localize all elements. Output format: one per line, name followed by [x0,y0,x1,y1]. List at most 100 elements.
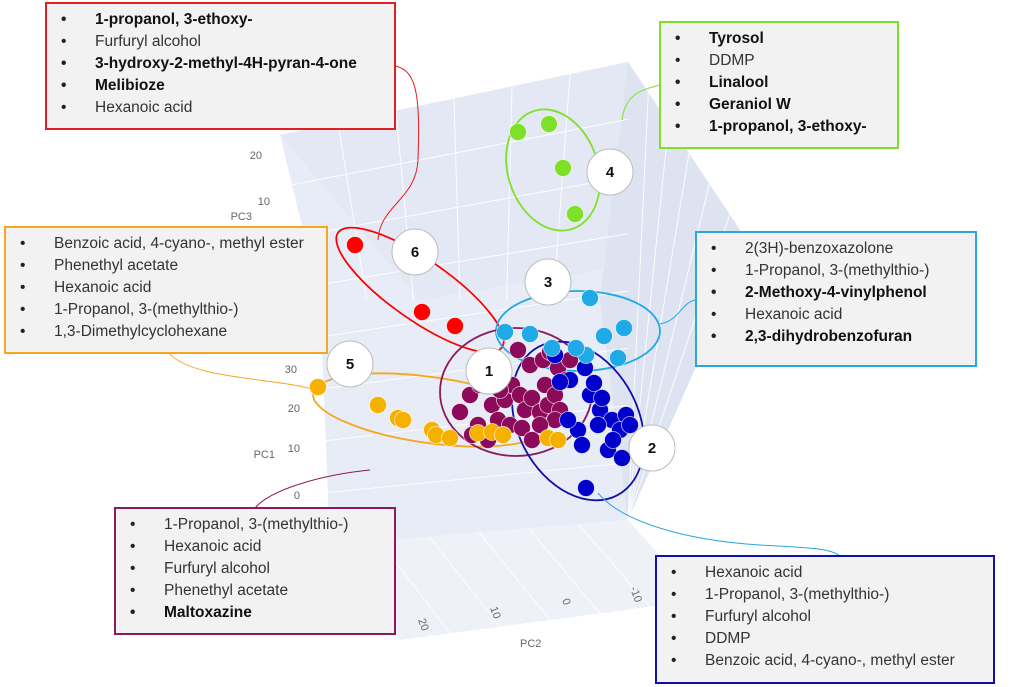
gridline [453,98,461,301]
compound-item: Hexanoic acid [671,562,985,584]
pc1-tick-0: 0 [294,490,300,502]
scatter-point [523,431,541,449]
cluster-label-4: 4 [586,148,634,196]
svg-text:2: 2 [648,440,656,457]
compound-item: Benzoic acid, 4-cyano-, methyl ester [20,233,318,255]
scatter-point [513,419,531,437]
compound-item: 1-propanol, 3-ethoxy- [675,116,889,138]
blue-compound-list: Hexanoic acid1-Propanol, 3-(methylthio-)… [665,562,985,672]
pc3-axis-label: PC3 [231,211,252,223]
scatter-point [589,416,607,434]
scatter-point [523,389,541,407]
compound-item: Phenethyl acetate [130,580,386,602]
scatter-point [593,389,611,407]
compound-item: Benzoic acid, 4-cyano-, methyl ester [671,650,985,672]
scatter-point [451,403,469,421]
svg-text:3: 3 [544,274,552,291]
gridline [428,536,501,627]
compound-item: Linalool [675,72,889,94]
scatter-point [613,449,631,467]
pc2-tick-minus10: -10 [627,585,644,604]
scatter-point [604,431,622,449]
cluster-numbers: 4 6 3 5 1 2 [326,148,676,472]
purple-compound-list: 1-Propanol, 3-(methylthio-)Hexanoic acid… [124,514,386,624]
compound-item: Hexanoic acid [130,536,386,558]
gridline [506,86,513,301]
compound-item: 2(3H)-benzoxazolone [711,238,967,260]
cluster-label-5: 5 [326,340,374,388]
compound-item: Maltoxazine [130,602,386,624]
compound-item: 1-propanol, 3-ethoxy- [61,9,386,31]
compound-item: 2-Methoxy-4-vinylphenol [711,282,967,304]
scatter-point [509,123,527,141]
scatter-point [369,396,387,414]
green-compound-box: TyrosolDDMPLinaloolGeraniol W1-propanol,… [659,21,899,149]
blue-compound-box: Hexanoic acid1-Propanol, 3-(methylthio-)… [655,555,995,684]
cyan-compound-box: 2(3H)-benzoxazolone1-Propanol, 3-(methyl… [695,231,977,367]
scatter-point [559,411,577,429]
svg-text:1: 1 [485,363,493,380]
cyan-compound-list: 2(3H)-benzoxazolone1-Propanol, 3-(methyl… [705,238,967,348]
scatter-point [595,327,613,345]
scatter-point [394,411,412,429]
gridline [337,122,368,301]
scatter-point [543,339,561,357]
compound-item: 1,3-Dimethylcyclohexane [20,321,318,343]
scatter-point [567,339,585,357]
scatter-point [446,317,464,335]
compound-item: Phenethyl acetate [20,255,318,277]
pc3-tick-20: 20 [250,150,262,162]
scatter-point [554,159,572,177]
compound-item: Tyrosol [675,28,889,50]
axis-ticks: 20 10 PC3 30 20 10 0 PC1 20 10 0 -10 PC2 [231,150,644,650]
compound-item: 2,3-dihydrobenzofuran [711,326,967,348]
scatter-point [566,205,584,223]
compound-item: Furfuryl alcohol [61,31,386,53]
gridline [284,118,629,187]
gridline [299,290,629,341]
compound-item: Melibioze [61,75,386,97]
compound-item: Geraniol W [675,94,889,116]
cluster-label-3: 3 [524,258,572,306]
compound-item: 1-Propanol, 3-(methylthio-) [130,514,386,536]
pc3-tick-10: 10 [258,196,270,208]
orange-compound-box: Benzoic acid, 4-cyano-, methyl esterPhen… [4,226,328,354]
pc2-tick-10: 10 [487,605,502,621]
connector-lines [167,65,841,557]
compound-item: 3-hydroxy-2-methyl-4H-pyran-4-one [61,53,386,75]
compound-item: Hexanoic acid [61,97,386,119]
scatter-point [521,325,539,343]
cluster-label-6: 6 [391,228,439,276]
scatter-point [615,319,633,337]
gridline [294,233,629,290]
gridline [309,405,629,443]
pc2-axis-label: PC2 [520,638,541,650]
scatter-point [494,426,512,444]
scatter-point [573,436,591,454]
gridline [314,462,629,495]
compound-item: DDMP [675,50,889,72]
scatter-point [441,429,459,447]
gridline [478,532,551,621]
pc1-tick-30: 30 [285,364,297,376]
svg-text:5: 5 [346,356,354,373]
scatter-point [509,341,527,359]
compound-item: 1-Propanol, 3-(methylthio-) [711,260,967,282]
cluster-label-1: 1 [465,347,513,395]
scatter-point [531,416,549,434]
compound-item: Furfuryl alcohol [130,558,386,580]
purple-compound-box: 1-Propanol, 3-(methylthio-)Hexanoic acid… [114,507,396,635]
scatter-point [621,416,639,434]
pc2-tick-0: 0 [559,597,572,607]
pc1-tick-10: 10 [288,443,300,455]
pc2-tick-20: 20 [415,617,430,633]
green-compound-list: TyrosolDDMPLinaloolGeraniol W1-propanol,… [669,28,889,138]
svg-text:4: 4 [606,164,615,181]
compound-item: 1-Propanol, 3-(methylthio-) [20,299,318,321]
gridline [528,528,601,614]
scatter-point [609,349,627,367]
orange-compound-list: Benzoic acid, 4-cyano-, methyl esterPhen… [14,233,318,343]
scatter-point [577,479,595,497]
scatter-point [585,374,603,392]
